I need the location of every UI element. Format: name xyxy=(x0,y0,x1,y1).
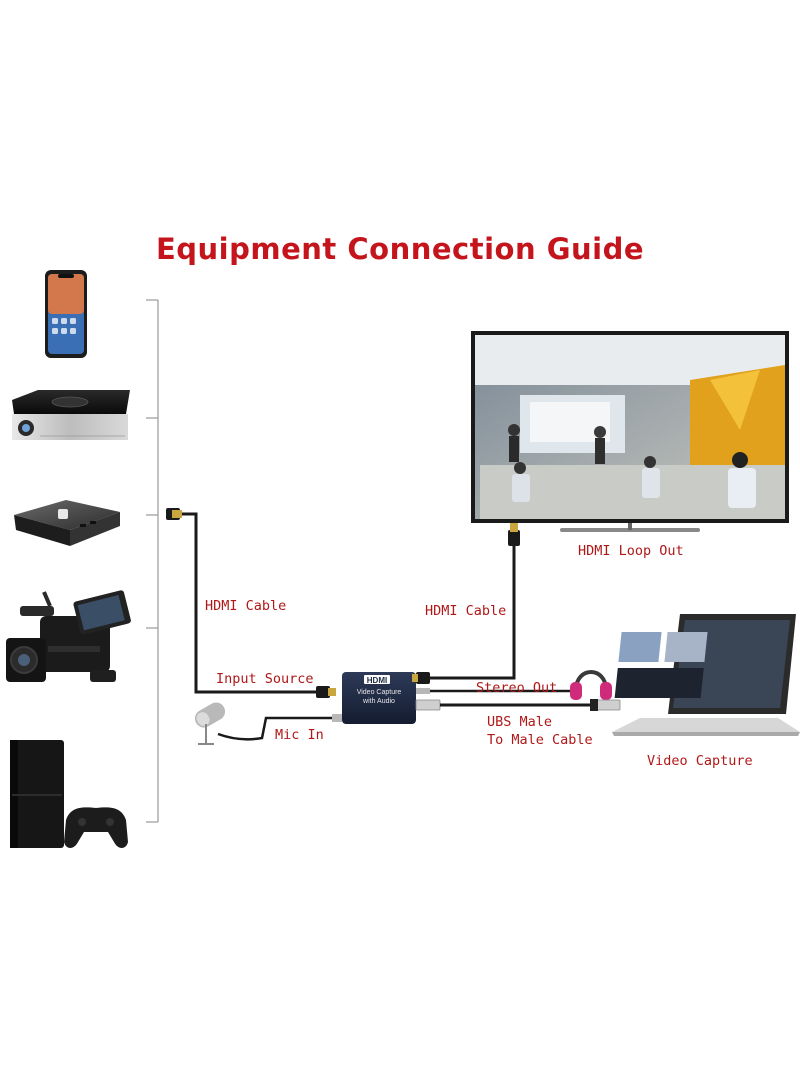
tv-box-icon xyxy=(14,500,120,546)
usb-cable-label-line1: UBS Male xyxy=(487,714,553,730)
hdmi-cable-right-label: HDMI Cable xyxy=(425,603,507,619)
laptop-icon xyxy=(612,614,800,736)
video-capture-label: Video Capture xyxy=(647,753,753,769)
device-brand: HDMI xyxy=(367,676,387,685)
device-label-line2: with Audio xyxy=(362,698,395,705)
device-label-line1: Video Capture xyxy=(357,689,402,696)
hdmi-plug-icon xyxy=(416,672,430,684)
hdmi-cable-left-label: HDMI Cable xyxy=(205,598,287,614)
source-devices-bracket xyxy=(146,299,159,823)
smartphone-icon xyxy=(45,270,87,358)
mic-cable xyxy=(217,716,334,741)
usb-plug-icon xyxy=(590,699,621,711)
headphones-icon xyxy=(570,670,612,700)
hdmi-input-cable xyxy=(178,512,316,694)
microphone-icon xyxy=(194,702,226,745)
stereo-out-label: Stereo Out xyxy=(476,680,558,696)
camcorder-icon xyxy=(6,590,131,682)
hdmi-plug-icon xyxy=(166,508,336,698)
audio-jack-icon xyxy=(416,688,430,694)
tv-icon xyxy=(471,331,789,532)
audio-jack-icon xyxy=(332,714,342,722)
input-source-label: Input Source xyxy=(216,671,314,687)
projector-icon xyxy=(12,390,130,440)
hdmi-plug-icon xyxy=(508,522,520,546)
capture-device: HDMI Video Capture with Audio xyxy=(342,672,416,724)
page-title: Equipment Connection Guide xyxy=(155,232,645,266)
usb-cable-label-line2: To Male Cable xyxy=(487,732,593,748)
mic-in-label: Mic In xyxy=(275,727,324,743)
hdmi-loop-out-cable xyxy=(430,544,516,680)
game-console-icon xyxy=(10,740,128,848)
hdmi-loop-out-label: HDMI Loop Out xyxy=(578,543,684,559)
usb-plug-icon xyxy=(415,699,441,711)
